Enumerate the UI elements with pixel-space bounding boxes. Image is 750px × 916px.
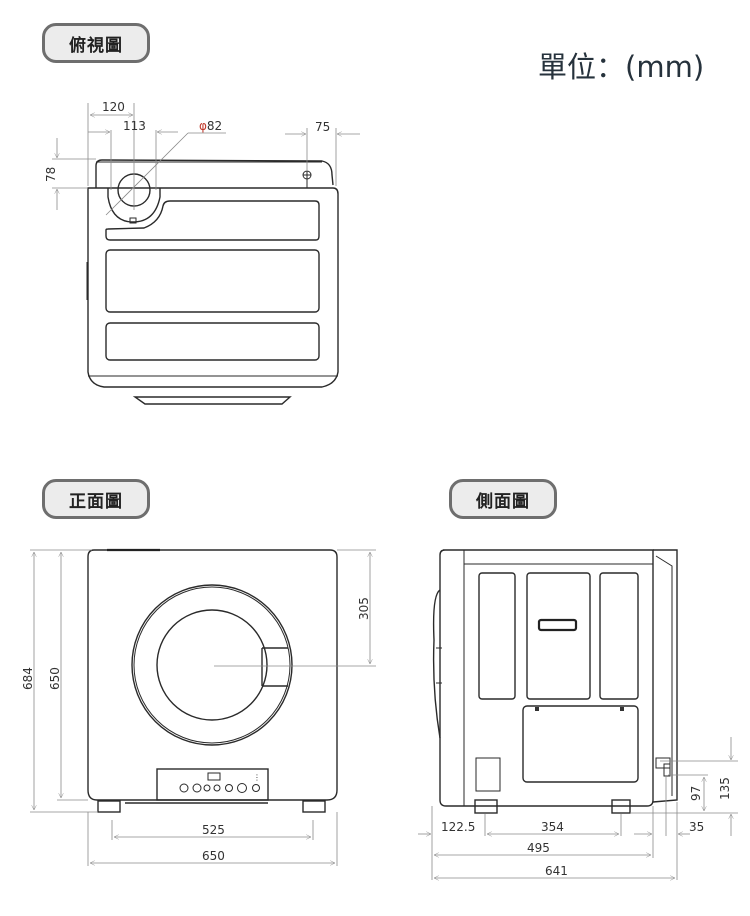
side-view-drawing: 135 97 122.5 354 35 495 641 — [418, 549, 738, 880]
dim-122-5: 122.5 — [441, 820, 475, 834]
dim-135: 135 — [718, 777, 732, 800]
unit-label: 單位：(mm) — [538, 50, 705, 84]
dim-641: 641 — [545, 864, 568, 878]
front-view-drawing: ⋮ 684 650 305 525 — [21, 548, 376, 866]
dim-525: 525 — [202, 823, 225, 837]
dim-495: 495 — [527, 841, 550, 855]
top-view-drawing: 120 113 φ82 78 75 — [44, 100, 360, 405]
dim-305: 305 — [357, 597, 371, 620]
dim-113: 113 — [123, 119, 146, 133]
dim-97: 97 — [689, 786, 703, 801]
control-knobs — [179, 783, 260, 793]
svg-text:⋮: ⋮ — [253, 773, 261, 782]
dim-phi82: φ82 — [199, 119, 222, 133]
dim-78: 78 — [44, 167, 58, 182]
dim-650-width: 650 — [202, 849, 225, 863]
front-view-label: 正面圖 — [42, 479, 150, 519]
side-view-label: 側面圖 — [449, 479, 557, 519]
dim-120: 120 — [102, 100, 125, 114]
dim-35: 35 — [689, 820, 704, 834]
dim-684: 684 — [21, 667, 35, 690]
dim-650-height: 650 — [48, 667, 62, 690]
dim-354: 354 — [541, 820, 564, 834]
dim-75: 75 — [315, 120, 330, 134]
top-view-label: 俯視圖 — [42, 23, 150, 63]
